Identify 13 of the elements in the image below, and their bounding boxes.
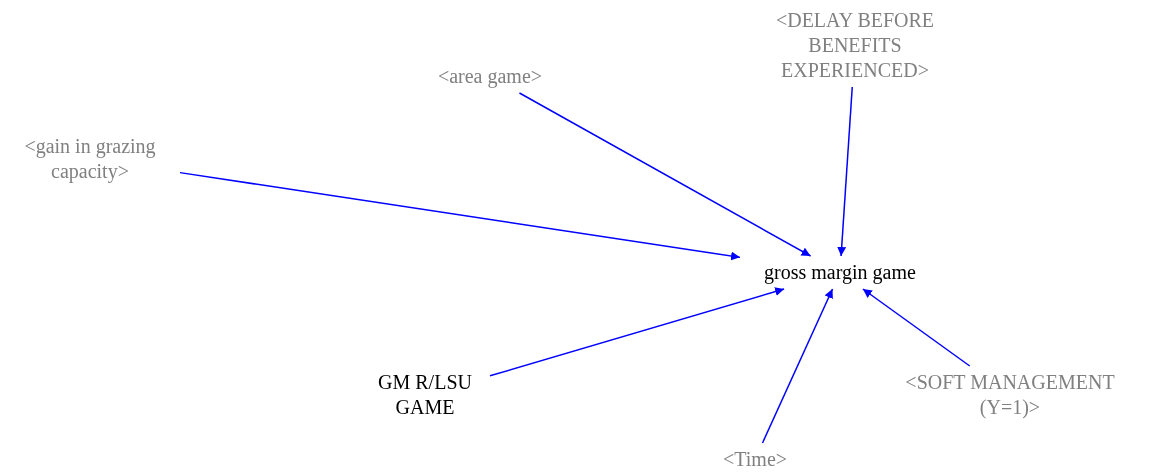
arrow — [761, 288, 834, 444]
arrow — [518, 92, 812, 257]
variable-label: <gain in grazing capacity> — [0, 130, 180, 188]
arrow — [179, 171, 741, 261]
arrow — [489, 287, 785, 377]
variable-label: <SOFT MANAGEMENT (Y=1)> — [890, 366, 1130, 424]
variable-label: gross margin game — [740, 256, 940, 289]
variable-label: <Time> — [705, 443, 805, 474]
variable-label: GM R/LSU GAME — [360, 366, 490, 424]
arrow — [862, 288, 971, 367]
variable-label: <DELAY BEFORE BENEFITS EXPERIENCED> — [747, 4, 963, 87]
arrow — [837, 86, 853, 257]
variable-label: <area game> — [415, 60, 565, 93]
